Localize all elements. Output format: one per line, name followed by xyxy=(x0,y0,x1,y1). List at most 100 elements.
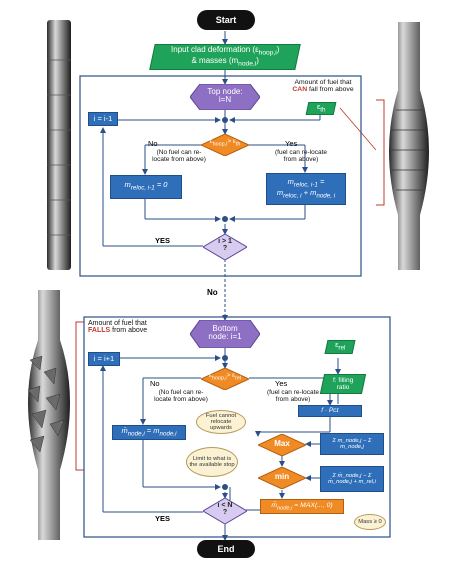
sum-box-1: Σ m_node,j − Σ m_node,j xyxy=(320,433,384,455)
max-diamond xyxy=(258,434,306,456)
sum-box-2: Σ m̄_node,j − Σ m̄_node,j + m_rel,i xyxy=(320,466,384,492)
top-yes-loop: YES xyxy=(155,236,171,245)
end-terminal: End xyxy=(197,540,255,558)
bottom-loop-label: i < N? xyxy=(203,502,247,517)
min-diamond xyxy=(258,467,306,489)
bottom-loop-cond: i < N xyxy=(217,502,233,509)
bottom-loop-q: ? xyxy=(222,509,228,517)
bottom-yes-loop: YES xyxy=(155,514,171,523)
start-label: Start xyxy=(215,15,237,25)
bottom-decision-cmp-sub: rel xyxy=(235,375,242,382)
top-node-title: Top node: xyxy=(207,87,243,96)
top-decision-diamond xyxy=(201,134,249,156)
top-node-eq: i=N xyxy=(218,95,232,105)
bottom-annotation-post: from above xyxy=(112,327,148,335)
top-right-box: mreloc, i-1 = mreloc, i + mnode, i xyxy=(266,173,346,205)
start-terminal: Start xyxy=(197,10,255,30)
top-loop-frame xyxy=(79,75,362,277)
top-node-hexagon xyxy=(190,84,260,110)
sum-box-1-label: Σ m_node,j − Σ m_node,j xyxy=(332,437,372,450)
input-line1: Input clad deformation (ε xyxy=(170,45,259,55)
mnode-end: = MAX(..., 0) xyxy=(292,501,333,509)
top-right-sub3: node, i xyxy=(316,192,336,200)
bottom-no-label: No xyxy=(150,379,160,388)
top-right-sub2: reloc, i xyxy=(283,192,302,200)
top-right-sub1: reloc, i-1 xyxy=(293,181,318,189)
top-right-m1: m xyxy=(287,176,294,186)
top-yes-label: Yes xyxy=(285,139,298,148)
decrement-box: i = i-1 xyxy=(88,112,118,126)
bottom-yes-note: (fuel can re-locate from above) xyxy=(266,389,320,403)
top-decision-sub: hoop,i xyxy=(212,141,228,148)
top-decision-cmp: > ε xyxy=(227,138,236,145)
sum-box-2-label: Σ m̄_node,j − Σ m̄_node,j + m_rel,i xyxy=(328,472,376,485)
top-left-m: m xyxy=(124,180,131,190)
input-box: Input clad deformation (εhoop,i) & masse… xyxy=(149,44,301,70)
input-line2-end: ) xyxy=(256,56,259,65)
top-decision-eps: ε xyxy=(209,138,213,145)
between-no-label: No xyxy=(207,288,218,297)
eps-th-sub: th xyxy=(320,106,326,114)
top-right-m2: m xyxy=(276,188,284,197)
bottom-node-eq: node: i=1 xyxy=(208,332,242,342)
bottom-no-note: (No fuel can re-locate from above) xyxy=(154,389,208,403)
bottom-loop-frame xyxy=(83,316,391,538)
input-line2-sub: node,i xyxy=(237,60,257,68)
top-annotation-post: fall from above xyxy=(309,86,354,94)
top-annotation-pre: Amount of fuel that xyxy=(294,79,352,86)
top-loop-q: ? xyxy=(222,245,228,253)
end-label: End xyxy=(217,544,235,554)
top-left-end: = 0 xyxy=(154,180,168,190)
ballooned-rod-image xyxy=(339,22,429,270)
intact-rod-image xyxy=(47,20,71,270)
increment-box: i = i+1 xyxy=(88,352,120,366)
bottom-left-sub: node,i xyxy=(127,430,145,438)
bottom-left-sub2: node,i xyxy=(159,430,177,438)
bottom-node-hexagon xyxy=(190,320,260,348)
top-decision-label: εhoop,i> εth xyxy=(201,138,249,148)
bottom-left-mid: = m xyxy=(144,425,160,435)
bottom-decision-sub: hoop,i xyxy=(211,375,227,382)
cloud-note-upwards: Fuel cannot relocate upwards xyxy=(196,410,246,434)
bottom-decision-label: εhoop,i> εrel xyxy=(201,372,249,382)
top-left-sub: reloc, i-1 xyxy=(130,184,155,192)
top-decision-cmp-sub: th xyxy=(235,141,241,148)
top-right-mid: + m xyxy=(301,188,317,197)
input-line1-sub: hoop,i xyxy=(258,49,277,57)
bottom-decision-eps: ε xyxy=(208,372,212,379)
fuel-volume-label: f · Pcɪ xyxy=(321,407,339,415)
filling-ratio-l2: ratio xyxy=(336,384,350,391)
top-loop-cond: i > 1 xyxy=(218,238,232,245)
filling-ratio-l1: f: filling xyxy=(332,376,354,384)
cloud-note-limit: Limit to what is the available stop xyxy=(186,447,238,477)
input-line1-end: ) xyxy=(276,45,280,55)
eps-rel-sub: rel xyxy=(338,344,346,352)
top-left-box: mreloc, i-1 = 0 xyxy=(110,175,182,199)
bottom-yes-label: Yes xyxy=(275,379,288,388)
increment-label: i = i+1 xyxy=(93,353,115,363)
eps-rel-param: εrel xyxy=(324,340,356,354)
top-right-end1: = xyxy=(317,176,325,186)
top-node-label: Top node:i=N xyxy=(190,87,260,105)
bottom-loop-diamond xyxy=(203,498,247,524)
bottom-node-title: Bottom xyxy=(212,324,238,333)
mnode-result-box: m̄node,i = MAX(..., 0) xyxy=(260,499,344,514)
top-no-note: (No fuel can re-locate from above) xyxy=(152,149,206,163)
top-loop-diamond xyxy=(203,234,247,260)
top-loop-label: i > 1? xyxy=(203,238,247,253)
max-label: Max xyxy=(274,439,290,448)
cloud-note-mass: Mass ≥ 0 xyxy=(354,514,386,530)
top-annotation: Amount of fuel that CAN fall from above xyxy=(286,79,360,93)
bottom-decision-cmp: > ε xyxy=(226,372,236,379)
eps-th-param: εth xyxy=(305,102,337,115)
top-no-label: No xyxy=(148,139,158,148)
bottom-annotation-pre: Amount of fuel that xyxy=(88,320,147,327)
bottom-annotation-falls: FALLS xyxy=(88,327,111,335)
decrement-label: i = i-1 xyxy=(93,113,113,123)
top-yes-note: (fuel can re-locate from above) xyxy=(274,149,328,163)
min-label: min xyxy=(274,472,290,481)
fuel-volume-box: f · Pcɪ xyxy=(298,405,362,417)
